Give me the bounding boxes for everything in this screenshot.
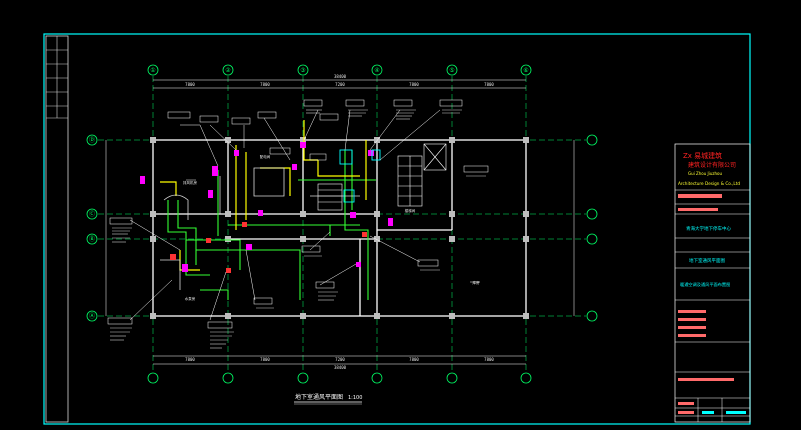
equipment-cyan: [339, 149, 381, 203]
drawing-scale: 1:100: [348, 395, 362, 401]
outer-frame: [43, 33, 751, 425]
dim-top-2: 7800: [260, 82, 270, 87]
dim-top-5: 7800: [484, 82, 494, 87]
axis-row-c: Ⓑ: [89, 235, 95, 243]
dim-bot-3: 7200: [335, 357, 345, 362]
grid-axes: [98, 76, 586, 372]
company-short: Zx 易城建筑: [683, 151, 722, 160]
dimension-text: 38400 7800 7800 7200 7800 7800 7800 7800…: [185, 74, 494, 370]
axis-col-1: ①: [150, 67, 155, 74]
column-bubbles-bottom: [147, 372, 532, 384]
axis-col-3: ③: [300, 67, 305, 74]
title-bar-10: [702, 411, 714, 414]
room-label-5: 水泵房: [185, 296, 196, 301]
leader-lines: [129, 109, 441, 321]
column-axis-labels: ① ② ③ ④ ⑤ ⑥: [150, 67, 528, 74]
title-bar-3: [678, 310, 706, 313]
title-bar-4: [678, 318, 706, 321]
dim-top-4: 7800: [409, 82, 419, 87]
duct-network-green: [167, 150, 376, 300]
drawing-title-block: 地下室通风平面图 1:100: [294, 393, 362, 405]
dim-top-1: 7800: [185, 82, 195, 87]
row-axis-labels: Ⓓ Ⓒ Ⓑ Ⓐ: [89, 136, 95, 320]
dimension-lines: [105, 79, 575, 365]
dim-bot-5: 7800: [484, 357, 494, 362]
drawing-sub: 暖通空调及通风平面布置图: [680, 281, 730, 288]
binding-strip: [45, 35, 69, 423]
annotation-tags: [107, 99, 489, 329]
title-bar-6: [678, 334, 706, 337]
duct-network-yellow: [160, 120, 367, 271]
drawing-title: 地下室通风平面图: [295, 393, 343, 401]
axis-col-5: ⑤: [449, 67, 454, 74]
equipment-magenta: [140, 142, 393, 272]
structural-columns: [150, 137, 529, 319]
title-bar-2: [678, 208, 718, 211]
dim-top-3: 7200: [335, 82, 345, 87]
drawing-name: 地下室通风平面图: [689, 257, 725, 264]
overall-dim-top: 38400: [334, 74, 347, 79]
company-name: 建筑设计有限公司: [688, 161, 736, 169]
row-bubbles: [86, 134, 598, 322]
stair-core: [317, 143, 447, 211]
company-en: Architecture Design & Co.,Ltd: [678, 181, 740, 186]
title-block: Zx 易城建筑 建筑设计有限公司 Gui Zhou Jiuzhou Archit…: [674, 143, 751, 423]
room-labels: 排风机房 配电间 楼梯间 库房 水泵房: [183, 154, 480, 301]
annotation-note-lines: [110, 109, 486, 349]
project-name: 青海大学地下停车中心: [686, 225, 731, 232]
axis-row-b: Ⓒ: [89, 210, 95, 218]
dim-bot-1: 7800: [185, 357, 195, 362]
axis-col-4: ④: [374, 67, 379, 74]
title-bar-7: [678, 378, 734, 381]
dim-bot-4: 7800: [409, 357, 419, 362]
title-bar-1: [678, 194, 722, 198]
overall-dim-bottom: 38400: [334, 365, 347, 370]
axis-col-2: ②: [225, 67, 231, 74]
title-bar-8: [678, 402, 694, 405]
column-bubbles-top: [147, 64, 532, 76]
room-label-3: 楼梯间: [405, 208, 416, 213]
room-label-2: 配电间: [260, 154, 271, 159]
equipment-red: [170, 222, 367, 273]
title-bar-9: [678, 411, 694, 414]
axis-row-d: Ⓐ: [89, 312, 95, 320]
room-label-4: 库房: [473, 280, 481, 285]
company-pinyin: Gui Zhou Jiuzhou: [688, 171, 722, 176]
duct-network-white: [160, 167, 360, 290]
title-bar-11: [726, 411, 746, 414]
title-bar-5: [678, 326, 706, 329]
axis-row-a: Ⓓ: [89, 136, 95, 144]
room-label-1: 排风机房: [183, 180, 197, 185]
axis-col-6: ⑥: [523, 67, 528, 74]
dim-bot-2: 7800: [260, 357, 270, 362]
